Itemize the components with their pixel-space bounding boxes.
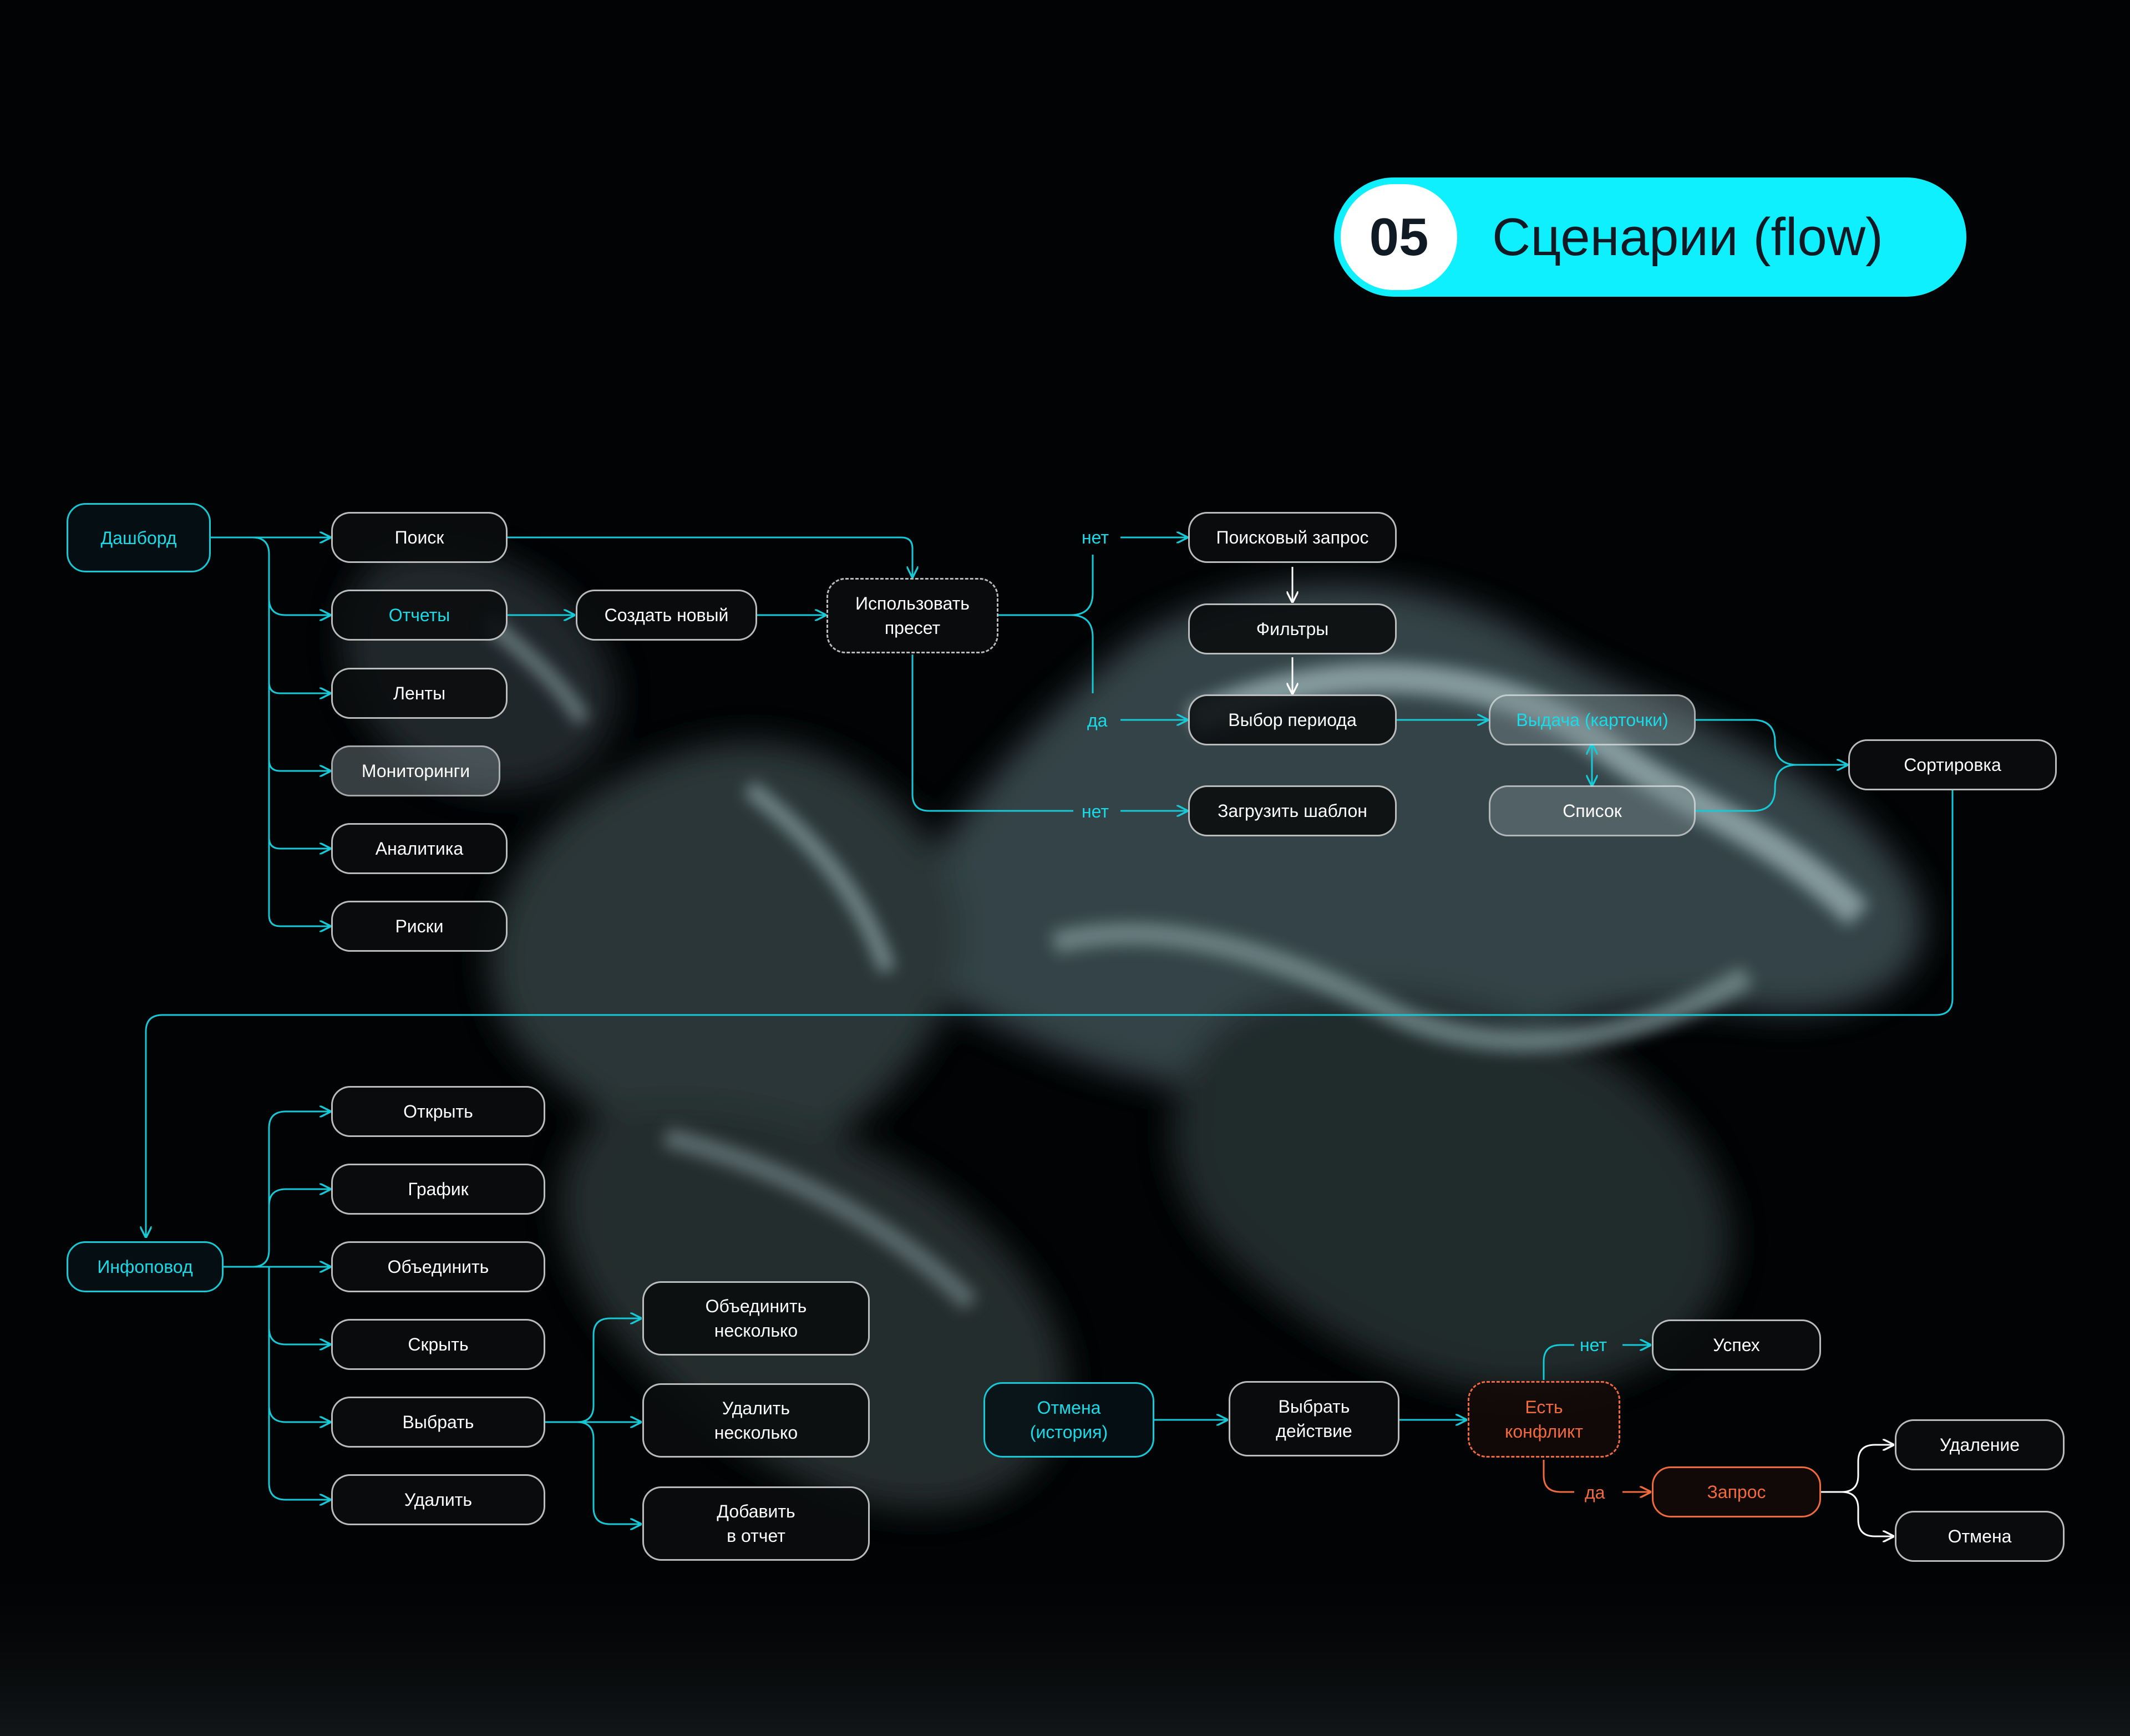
section-title: Сценарии (flow) — [1492, 207, 1883, 267]
label-yes-request: да — [1585, 1483, 1605, 1502]
label-no-search: нет — [1082, 527, 1109, 547]
node-conflict[interactable]: Есть конфликт — [1468, 1381, 1620, 1458]
node-list[interactable]: Список — [1489, 785, 1696, 836]
label-no-template: нет — [1082, 801, 1109, 821]
section-badge: 05 Сценарии (flow) — [1334, 177, 1966, 297]
node-cancel-history[interactable]: Отмена (история) — [983, 1382, 1154, 1458]
node-analytics[interactable]: Аналитика — [331, 823, 508, 874]
node-search[interactable]: Поиск — [331, 512, 508, 563]
node-dashboard[interactable]: Дашборд — [67, 503, 211, 572]
node-create-new[interactable]: Создать новый — [576, 590, 757, 641]
node-load-template[interactable]: Загрузить шаблон — [1188, 785, 1397, 836]
node-deletion[interactable]: Удаление — [1895, 1419, 2065, 1470]
node-success[interactable]: Успех — [1652, 1319, 1821, 1370]
node-results-cards[interactable]: Выдача (карточки) — [1489, 694, 1696, 745]
node-search-query[interactable]: Поисковый запрос — [1188, 512, 1397, 563]
node-reports[interactable]: Отчеты — [331, 590, 508, 641]
node-chart[interactable]: График — [331, 1164, 545, 1215]
node-add-to-report[interactable]: Добавить в отчет — [642, 1486, 870, 1561]
node-period[interactable]: Выбор периода — [1188, 694, 1397, 745]
node-risks[interactable]: Риски — [331, 901, 508, 952]
node-infopovod[interactable]: Инфоповод — [67, 1241, 224, 1292]
node-sorting[interactable]: Сортировка — [1848, 739, 2057, 790]
node-filters[interactable]: Фильтры — [1188, 603, 1397, 654]
node-choose-action[interactable]: Выбрать действие — [1229, 1381, 1399, 1456]
node-feeds[interactable]: Ленты — [331, 668, 508, 719]
label-yes-period: да — [1087, 710, 1108, 730]
node-monitorings[interactable]: Мониторинги — [331, 745, 500, 796]
section-number: 05 — [1341, 184, 1457, 290]
label-no-success: нет — [1580, 1335, 1607, 1355]
node-request[interactable]: Запрос — [1652, 1466, 1821, 1517]
node-select[interactable]: Выбрать — [331, 1397, 545, 1448]
node-delete[interactable]: Удалить — [331, 1474, 545, 1525]
node-cancel[interactable]: Отмена — [1895, 1511, 2065, 1562]
node-hide[interactable]: Скрыть — [331, 1319, 545, 1370]
node-open[interactable]: Открыть — [331, 1086, 545, 1137]
node-merge[interactable]: Объединить — [331, 1241, 545, 1292]
node-delete-several[interactable]: Удалить несколько — [642, 1383, 870, 1458]
node-merge-several[interactable]: Объединить несколько — [642, 1281, 870, 1356]
node-use-preset[interactable]: Использовать пресет — [826, 578, 998, 653]
